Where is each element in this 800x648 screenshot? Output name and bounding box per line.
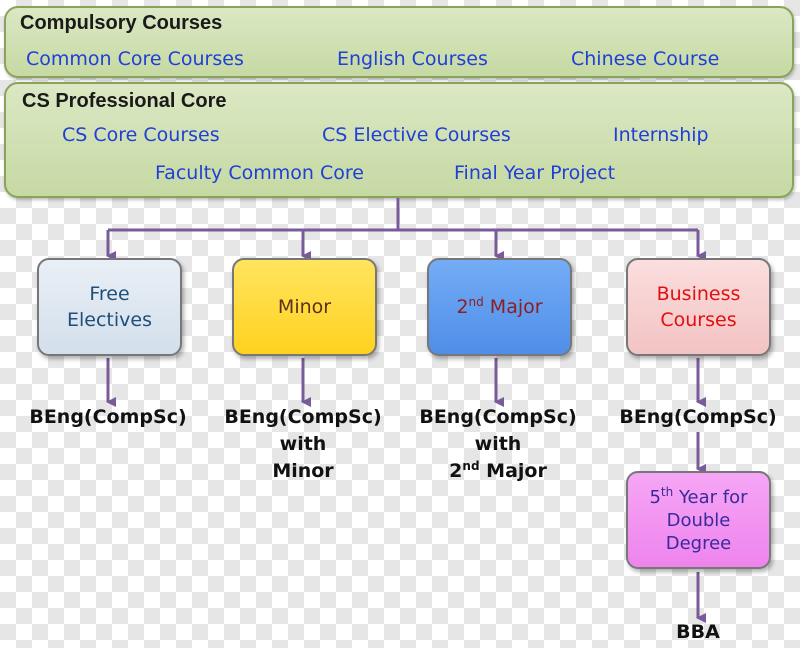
faculty-common-core-label: Faculty Common Core xyxy=(155,162,364,184)
free-electives-line2: Electives xyxy=(67,309,152,331)
chinese-course-label: Chinese Course xyxy=(571,48,720,70)
degree-second-major: BEng(CompSc) with 2nd Major xyxy=(398,404,598,485)
second-major-label: Major xyxy=(483,296,543,318)
business-line2: Courses xyxy=(660,309,737,331)
degree-major-line1: BEng(CompSc) xyxy=(419,406,577,428)
degree-minor-line3: Minor xyxy=(272,460,334,482)
internship-label: Internship xyxy=(613,124,709,146)
fifth-year-num: 5 xyxy=(649,486,661,508)
degree-minor: BEng(CompSc) with Minor xyxy=(203,404,403,485)
degree-minor-line2: with xyxy=(279,433,327,455)
free-electives-line1: Free xyxy=(89,283,130,305)
second-major-box: 2nd Major xyxy=(427,258,572,356)
compulsory-courses-panel: Compulsory Courses Common Core Courses E… xyxy=(4,6,794,78)
degree-business: BEng(CompSc) xyxy=(598,404,798,431)
degree-free-electives: BEng(CompSc) xyxy=(8,404,208,431)
degree-bba: BBA xyxy=(648,619,748,646)
second-major-num: 2 xyxy=(456,296,469,318)
common-core-courses-label: Common Core Courses xyxy=(26,48,244,70)
cs-elective-courses-label: CS Elective Courses xyxy=(322,124,511,146)
fifth-year-line3: Degree xyxy=(665,532,732,554)
fifth-year-double-degree-box: 5th Year for Double Degree xyxy=(626,471,771,569)
minor-label: Minor xyxy=(277,296,332,318)
cs-core-courses-label: CS Core Courses xyxy=(62,124,220,146)
degree-major-sup: nd xyxy=(462,459,480,473)
cs-professional-core-panel: CS Professional Core CS Core Courses CS … xyxy=(4,82,794,198)
minor-box: Minor xyxy=(232,258,377,356)
degree-major-num: 2 xyxy=(449,460,463,482)
fifth-year-line2: Double xyxy=(666,509,731,531)
business-line1: Business xyxy=(656,283,741,305)
second-major-sup: nd xyxy=(468,295,484,309)
english-courses-label: English Courses xyxy=(337,48,488,70)
degree-free-line1: BEng(CompSc) xyxy=(29,406,187,428)
degree-minor-line1: BEng(CompSc) xyxy=(224,406,382,428)
degree-business-line1: BEng(CompSc) xyxy=(619,406,777,428)
fifth-year-line1: Year for xyxy=(673,486,748,508)
degree-major-rest: Major xyxy=(479,460,547,482)
cs-professional-core-title: CS Professional Core xyxy=(22,90,227,112)
degree-major-line2: with xyxy=(474,433,522,455)
final-year-project-label: Final Year Project xyxy=(454,162,616,184)
fifth-year-sup: th xyxy=(660,484,674,499)
compulsory-courses-title: Compulsory Courses xyxy=(20,12,223,34)
degree-bba-label: BBA xyxy=(676,621,720,643)
